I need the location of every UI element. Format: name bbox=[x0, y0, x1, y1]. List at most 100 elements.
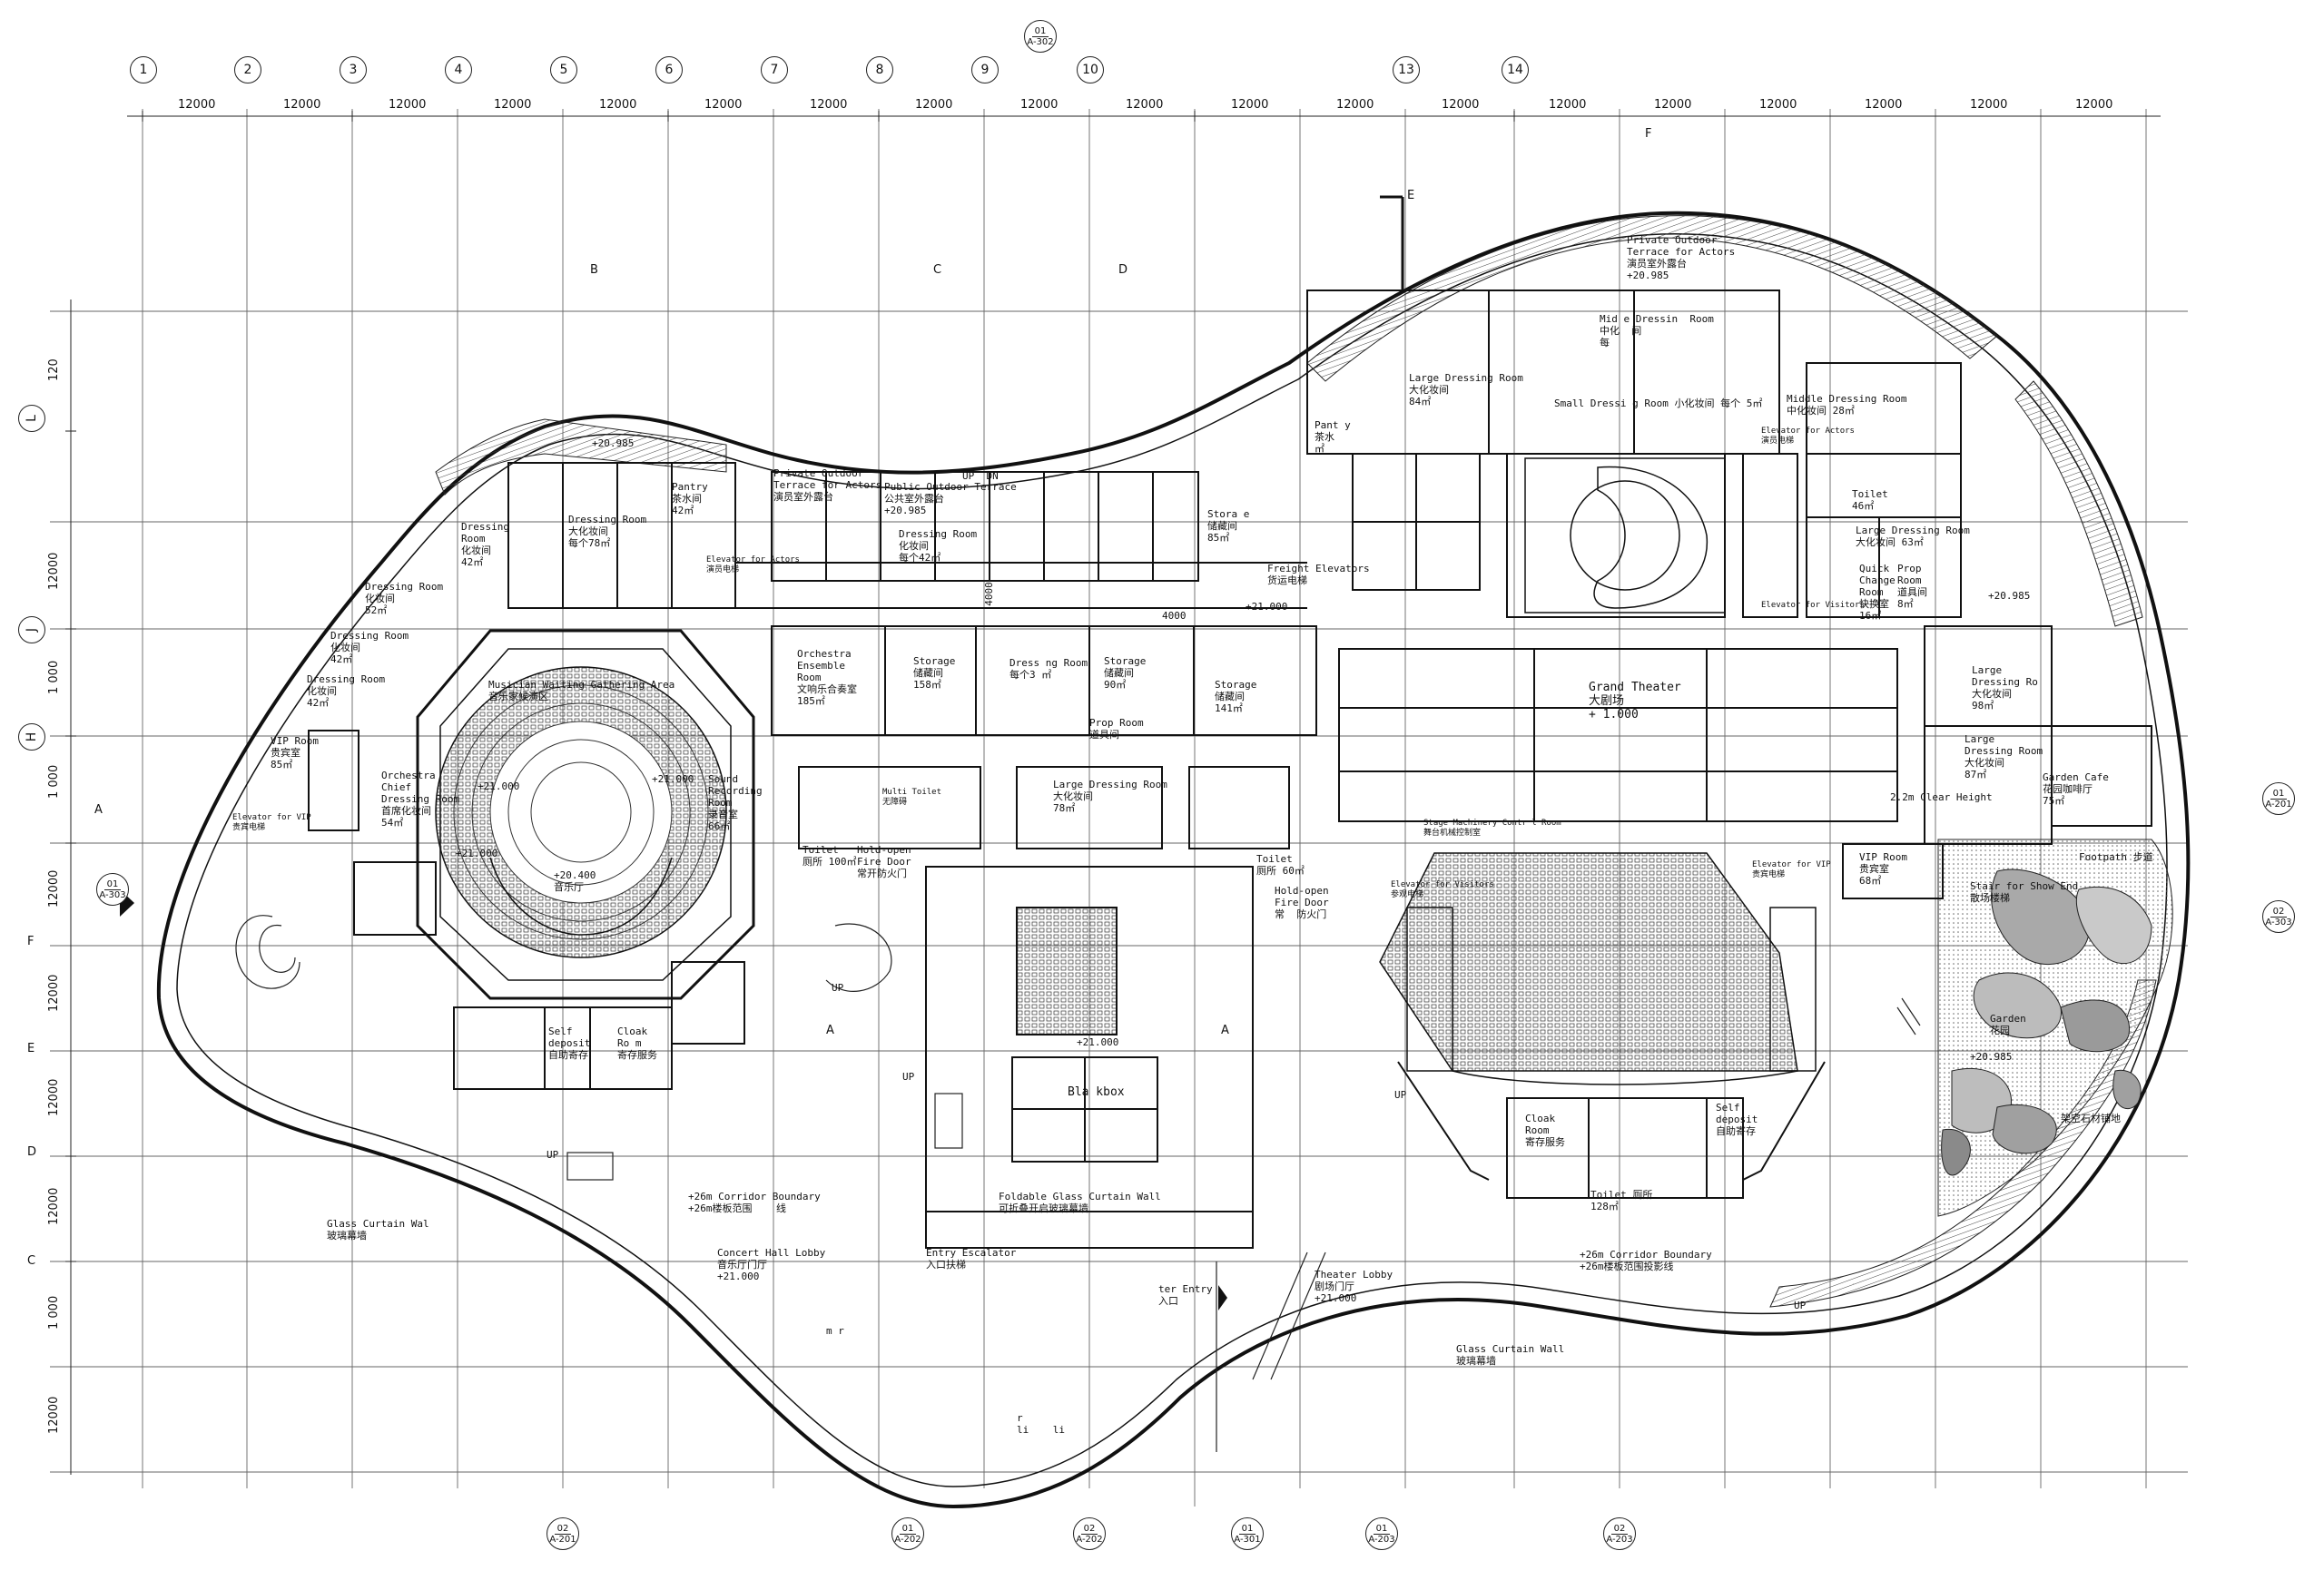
section-number: 02 bbox=[554, 1524, 572, 1535]
section-sheet: A-202 bbox=[894, 1534, 921, 1545]
section-number: 02 bbox=[1080, 1524, 1098, 1535]
section-number: 02 bbox=[1610, 1524, 1629, 1535]
room-label: Self deposit 自助寄存 bbox=[548, 1026, 591, 1061]
dimension-text: 12000 bbox=[47, 1187, 61, 1225]
room-label: Small Dressi g Room 小化妆间 每个 5㎡ bbox=[1554, 398, 1763, 409]
room-label: Private Outdoor Terrace for Actors 演员室外露… bbox=[773, 467, 882, 503]
room-label: Dressing Room 化妆间 42㎡ bbox=[307, 673, 386, 709]
room-label: Prop Room 道具间 bbox=[1089, 717, 1144, 741]
dimension-text: 12000 bbox=[1442, 98, 1480, 112]
section-cut-e bbox=[1380, 195, 1404, 290]
room-label: Dressing Room 化妆间 每个42㎡ bbox=[899, 528, 978, 564]
dimension-text: 12000 bbox=[1549, 98, 1587, 112]
axis-bubble: 13 bbox=[1393, 56, 1420, 83]
room-label: Large Dressing Room 大化妆间 78㎡ bbox=[1053, 779, 1167, 814]
room-label: Dress ng Room 每个3 ㎡ bbox=[1009, 657, 1088, 681]
section-number: 01 bbox=[2270, 789, 2288, 800]
level-label: +21.000 bbox=[478, 780, 520, 792]
dimension-text: 12000 bbox=[389, 98, 427, 112]
dimension-text: 12000 bbox=[47, 974, 61, 1012]
level-label: +21.000 bbox=[1246, 601, 1288, 613]
axis-letter: D bbox=[27, 1145, 37, 1159]
stair-up-label: UP bbox=[902, 1071, 915, 1083]
room-label: +26m Corridor Boundary +26m楼板范围 线 bbox=[688, 1191, 821, 1214]
room-label: Toilet 厕所 60㎡ bbox=[1256, 853, 1305, 877]
axis-bubble: L bbox=[18, 405, 45, 432]
room-label: Toilet 46㎡ bbox=[1852, 488, 1888, 512]
room-label: Toilet 厕所 128㎡ bbox=[1590, 1189, 1653, 1212]
room-label: Sound Recording Room 录音室 66㎡ bbox=[708, 773, 763, 832]
level-label: +20.985 bbox=[1970, 1051, 2013, 1063]
dimension-text: 4000 bbox=[1162, 610, 1187, 622]
level-label: +20.985 bbox=[1988, 590, 2031, 602]
room-label: Elevator for VIP 贵宾电梯 bbox=[232, 813, 311, 832]
stage-lift bbox=[1524, 457, 1726, 613]
section-number: 01 bbox=[1238, 1524, 1256, 1535]
room-label: Elevator for Visitors bbox=[1761, 601, 1865, 610]
dimension-text: 1 000 bbox=[47, 764, 61, 799]
grid-letter: C bbox=[933, 263, 942, 277]
room-label: Quick Change Room 快换室 16㎡ bbox=[1859, 563, 1896, 622]
room-label: Entry Escalator 入口扶梯 bbox=[926, 1247, 1017, 1271]
room-label: Cloak Room 寄存服务 bbox=[1525, 1113, 1565, 1148]
garden-area bbox=[1937, 839, 2173, 1217]
room-label: Orchestra Chief Dressing Room 首席化妆间 54㎡ bbox=[381, 770, 460, 829]
grid-lines bbox=[50, 109, 2188, 1507]
stair-up-label: UP bbox=[547, 1149, 559, 1161]
room-label: Grand Theater 大剧场 + 1.000 bbox=[1589, 681, 1681, 721]
axis-bubble: J bbox=[18, 616, 45, 643]
room-label: Footpath 步道 bbox=[2079, 851, 2153, 863]
axis-bubble: 10 bbox=[1077, 56, 1104, 83]
room-label: Elevator for VIP 贵宾电梯 bbox=[1752, 860, 1831, 879]
room-label: Toilet 厕所 100㎡ bbox=[803, 844, 857, 868]
dimension-text: 12000 bbox=[47, 552, 61, 590]
room-label: Middle Dressing Room 中化妆间 28㎡ bbox=[1787, 393, 1907, 417]
room-label: Foldable Glass Curtain Wall 可折叠开启玻璃幕墙 bbox=[999, 1191, 1161, 1214]
dimension-text: 12000 bbox=[2075, 98, 2113, 112]
stair-up-label: UP bbox=[1794, 1300, 1807, 1311]
room-label: Private Outdoor Terrace for Actors 演员室外露… bbox=[1627, 234, 1736, 281]
room-label: Concert Hall Lobby 音乐厅门厅 +21.000 bbox=[717, 1247, 826, 1282]
section-sheet: A-203 bbox=[1368, 1534, 1395, 1545]
section-number: 01 bbox=[1373, 1524, 1391, 1535]
room-label: Public Outdoor Terrace 公共室外露台 +20.985 bbox=[884, 481, 1017, 516]
section-sheet: A-302 bbox=[1027, 36, 1054, 47]
room-label: Storage 储藏间 158㎡ bbox=[913, 655, 956, 691]
dimension-text: 12000 bbox=[1654, 98, 1692, 112]
grid-letter: D bbox=[1118, 263, 1128, 277]
dimension-text: 12000 bbox=[178, 98, 216, 112]
dimension-text: 12000 bbox=[915, 98, 953, 112]
room-label: Elevator for Visitors 参观电梯 bbox=[1391, 880, 1494, 899]
level-label: +21.000 bbox=[1077, 1036, 1119, 1048]
axis-bubble: 8 bbox=[866, 56, 893, 83]
axis-bubble: 5 bbox=[550, 56, 577, 83]
room-label: 架空石材铺地 bbox=[2061, 1113, 2121, 1124]
hatched-edges bbox=[435, 215, 2157, 1308]
room-label: Elevator for Actors 演员电梯 bbox=[1761, 427, 1855, 446]
dimension-text: 12000 bbox=[810, 98, 848, 112]
grid-letter: F bbox=[1645, 127, 1652, 141]
room-label: Elevator for Actors 演员电梯 bbox=[706, 555, 800, 574]
room-label: Storage 储藏间 90㎡ bbox=[1104, 655, 1147, 691]
room-label: Dressing Room 大化妆间 每个78㎡ bbox=[568, 514, 647, 549]
room-label: Freight Elevators 货运电梯 bbox=[1267, 563, 1370, 586]
stair-up-label: UP bbox=[832, 982, 844, 994]
room-label: Multi Toilet 无障碍 bbox=[882, 788, 942, 807]
axis-bubble: 4 bbox=[445, 56, 472, 83]
room-label: Large Dressing Ro 大化妆间 98㎡ bbox=[1972, 664, 2038, 712]
dimension-text: 12000 bbox=[47, 1078, 61, 1116]
stair-label: UP DN bbox=[962, 470, 999, 482]
dimension-text: 12000 bbox=[1759, 98, 1797, 112]
left-dimension-line bbox=[65, 299, 76, 1475]
room-label: VIP Room 贵宾室 85㎡ bbox=[271, 735, 319, 770]
